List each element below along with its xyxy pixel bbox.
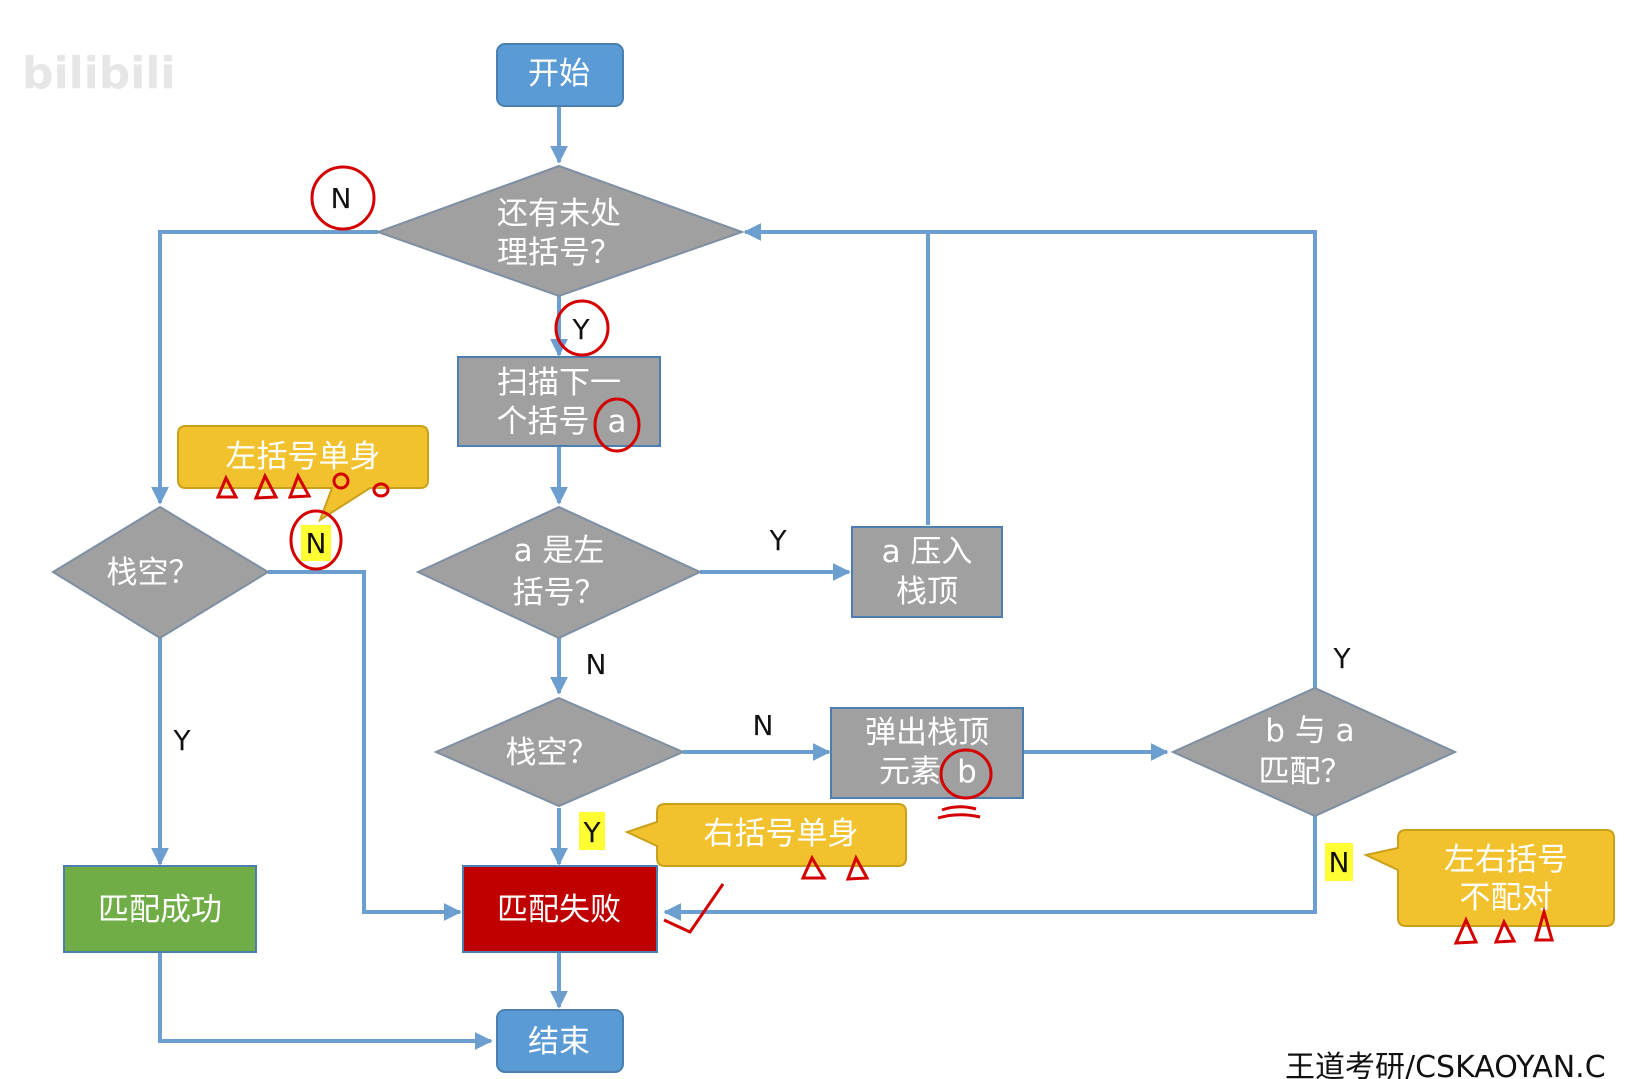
bilibili-watermark: bilibili bbox=[22, 48, 175, 99]
label-left-empty-n-highlight bbox=[301, 525, 331, 561]
failure-shape bbox=[462, 865, 658, 953]
callout-left-single-text: 左括号单身 bbox=[226, 439, 381, 475]
scan-next-var-a: a bbox=[608, 404, 627, 440]
marks-right-single bbox=[800, 854, 870, 881]
scan-next-line2: 个括号 bbox=[497, 404, 590, 440]
has-unprocessed-line2: 理括号？ bbox=[497, 235, 621, 271]
callout-mismatch-line2: 不配对 bbox=[1460, 880, 1553, 916]
credit-text: 王道考研/CSKAOYAN.C bbox=[1285, 1050, 1606, 1079]
label-left-empty-n: N bbox=[306, 527, 327, 560]
edge-leftempty-to-failure bbox=[268, 570, 462, 921]
failure-label: 匹配失败 bbox=[497, 892, 621, 928]
edges bbox=[151, 106, 1317, 1050]
marks-left-single bbox=[215, 472, 312, 500]
edge-match-to-check bbox=[928, 230, 1317, 688]
match-shape bbox=[1170, 686, 1458, 818]
label-left-empty-y: Y bbox=[172, 724, 191, 757]
is-left-line1: a 是左 bbox=[514, 533, 605, 569]
edge-match-to-failure bbox=[663, 816, 1317, 921]
label-match-n-highlight bbox=[1325, 843, 1353, 881]
label-mid-empty-n: N bbox=[753, 709, 774, 742]
callout-left-single-shape bbox=[177, 425, 429, 523]
pop-shape bbox=[830, 707, 1024, 799]
start-node-shape bbox=[496, 43, 624, 107]
callout-right-single: 右括号单身 bbox=[624, 803, 907, 867]
label-is-left-y: Y bbox=[768, 524, 787, 557]
pop-process: 弹出栈顶 元素 b bbox=[830, 707, 1024, 799]
stack-empty-mid-decision: 栈空？ bbox=[433, 696, 686, 808]
edge-labels: N Y N Y Y N N Y Y N bbox=[172, 182, 1353, 881]
match-decision: b 与 a 匹配？ bbox=[1170, 686, 1458, 818]
pop-var-b: b bbox=[957, 754, 977, 790]
stack-empty-left-shape bbox=[51, 505, 270, 640]
marks-mismatch bbox=[1453, 906, 1554, 945]
failure-node: 匹配失败 bbox=[462, 865, 658, 953]
scan-next-line1: 扫描下一 bbox=[497, 365, 621, 401]
push-line2: 栈顶 bbox=[896, 574, 958, 610]
is-left-line2: 括号？ bbox=[513, 575, 606, 611]
pop-line2: 元素 bbox=[879, 754, 941, 790]
circle-top-y bbox=[554, 299, 610, 357]
stack-empty-mid-label: 栈空？ bbox=[506, 735, 599, 771]
edge-success-to-end bbox=[158, 952, 493, 1050]
edge-push-to-check bbox=[743, 223, 930, 525]
label-match-y: Y bbox=[1332, 642, 1351, 675]
success-node: 匹配成功 bbox=[63, 865, 257, 953]
has-unprocessed-line1: 还有未处 bbox=[497, 196, 621, 232]
label-mid-empty-y-highlight bbox=[579, 812, 605, 850]
stack-empty-left-label: 栈空？ bbox=[107, 555, 200, 591]
end-node: 结束 bbox=[496, 1009, 624, 1073]
circle-left-empty-n bbox=[289, 509, 343, 571]
match-line1: b 与 a bbox=[1265, 713, 1354, 749]
end-node-shape bbox=[496, 1009, 624, 1073]
match-line2: 匹配？ bbox=[1259, 754, 1352, 790]
push-line1: a 压入 bbox=[882, 534, 973, 570]
start-node: 开始 bbox=[496, 43, 624, 107]
stack-empty-left-decision: 栈空？ bbox=[51, 505, 270, 640]
stack-empty-mid-shape bbox=[433, 696, 686, 808]
label-is-left-n: N bbox=[586, 648, 607, 681]
push-shape bbox=[851, 526, 1003, 618]
underline-var-b bbox=[937, 805, 981, 820]
mark-left-single-dot1 bbox=[332, 472, 350, 490]
label-top-y: Y bbox=[571, 313, 590, 346]
callout-right-single-shape bbox=[624, 803, 907, 867]
has-unprocessed-shape bbox=[375, 164, 745, 298]
circle-top-n bbox=[310, 165, 376, 231]
circle-var-b bbox=[939, 748, 993, 800]
start-node-label: 开始 bbox=[528, 56, 590, 92]
mark-left-single-dot2 bbox=[372, 482, 390, 498]
is-left-shape bbox=[415, 505, 703, 640]
checkmark-failure bbox=[663, 883, 725, 934]
label-match-n: N bbox=[1329, 846, 1350, 879]
push-process: a 压入 栈顶 bbox=[851, 526, 1003, 618]
callout-mismatch: 左右括号 不配对 bbox=[1362, 829, 1615, 927]
red-annotations bbox=[215, 165, 1554, 945]
success-shape bbox=[63, 865, 257, 953]
label-top-n: N bbox=[331, 182, 352, 215]
pop-line1: 弹出栈顶 bbox=[865, 715, 989, 751]
success-label: 匹配成功 bbox=[98, 892, 222, 928]
has-unprocessed-decision: 还有未处 理括号？ bbox=[375, 164, 745, 298]
end-node-label: 结束 bbox=[528, 1024, 590, 1060]
callout-mismatch-line1: 左右括号 bbox=[1444, 842, 1568, 878]
scan-next-process: 扫描下一 个括号 a bbox=[457, 356, 661, 447]
circle-var-a bbox=[593, 397, 641, 453]
is-left-decision: a 是左 括号？ bbox=[415, 505, 703, 640]
edge-check-to-leftempty bbox=[151, 230, 378, 505]
callout-left-single: 左括号单身 bbox=[177, 425, 429, 523]
callout-mismatch-shape bbox=[1362, 829, 1615, 927]
callout-right-single-text: 右括号单身 bbox=[704, 816, 859, 852]
label-mid-empty-y: Y bbox=[582, 816, 601, 849]
